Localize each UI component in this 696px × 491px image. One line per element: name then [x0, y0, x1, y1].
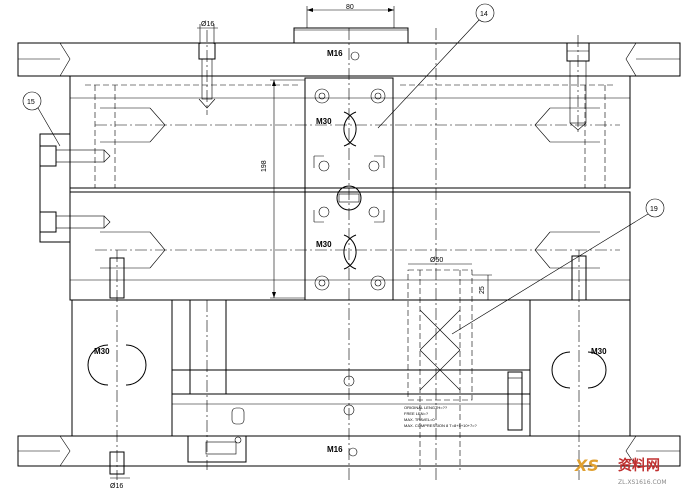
lower-right-bolt: M30	[551, 250, 607, 480]
spring-pocket: Ø50 25	[407, 257, 492, 470]
dim-dia50-label: Ø50	[430, 257, 443, 264]
m16-bottom-hole	[348, 447, 358, 457]
center-hole-2	[343, 404, 355, 416]
watermark-text: 资料网	[618, 457, 660, 474]
thread-m16-bottom: M16	[327, 445, 343, 454]
balloon-15-label: 15	[27, 99, 35, 106]
balloon-19-label: 19	[650, 206, 658, 213]
balloon-19: 19	[451, 198, 665, 335]
top-screw-right	[566, 35, 590, 135]
dimension-80: 80	[306, 4, 395, 28]
thread-m30-right: M30	[591, 347, 607, 356]
bottom-clamp-plate	[17, 435, 681, 467]
thread-m30-upper: M30	[316, 117, 332, 126]
note-1: ORIGINAL LENGTH=??	[404, 405, 448, 410]
dimension-198: 198	[261, 79, 305, 299]
note-3: MAX. TRAVEL=0	[404, 417, 435, 422]
top-screw-left	[198, 30, 216, 115]
dimension-dia16-top: Ø16	[197, 21, 218, 44]
dim-dia16-top-label: Ø16	[201, 21, 214, 28]
note-4: MAX. COMPRESSION 8 T=8+5+10+7=?	[404, 423, 478, 428]
side-bolts-left	[39, 133, 111, 243]
notes-block: ORIGINAL LENGTH=?? FREE LEN=? MAX. TRAVE…	[404, 405, 478, 428]
dim-25-label: 25	[479, 286, 486, 294]
bottom-screw: Ø16	[109, 451, 130, 490]
return-pin-right	[507, 371, 523, 431]
parting-line	[70, 187, 630, 193]
center-hole-1	[343, 375, 355, 387]
dim-dia16-bottom-label: Ø16	[110, 483, 123, 490]
thread-m16-top: M16	[327, 49, 343, 58]
center-insert-plate	[304, 28, 394, 480]
note-2: FREE LEN=?	[404, 411, 429, 416]
lower-left-bolt: M30	[87, 250, 147, 480]
balloon-14: 14	[377, 3, 495, 129]
balloon-14-label: 14	[480, 11, 488, 18]
top-block	[293, 27, 409, 44]
watermark: 资料网 ZL.XS1616.COM XS	[574, 456, 667, 486]
m16-top-hole	[350, 51, 360, 61]
watermark-url: ZL.XS1616.COM	[618, 479, 667, 486]
watermark-logo-icon: XS	[574, 456, 599, 475]
thread-m30-left: M30	[94, 347, 110, 356]
balloon-15: 15	[22, 91, 61, 147]
dim-80-label: 80	[346, 4, 354, 11]
thread-m30-lower: M30	[316, 240, 332, 249]
dim-198-label: 198	[261, 160, 268, 172]
cavity-plate-upper	[69, 75, 631, 189]
limit-switch	[187, 407, 247, 463]
ejector-housing	[71, 299, 631, 437]
cavity-plate-lower	[69, 191, 631, 301]
